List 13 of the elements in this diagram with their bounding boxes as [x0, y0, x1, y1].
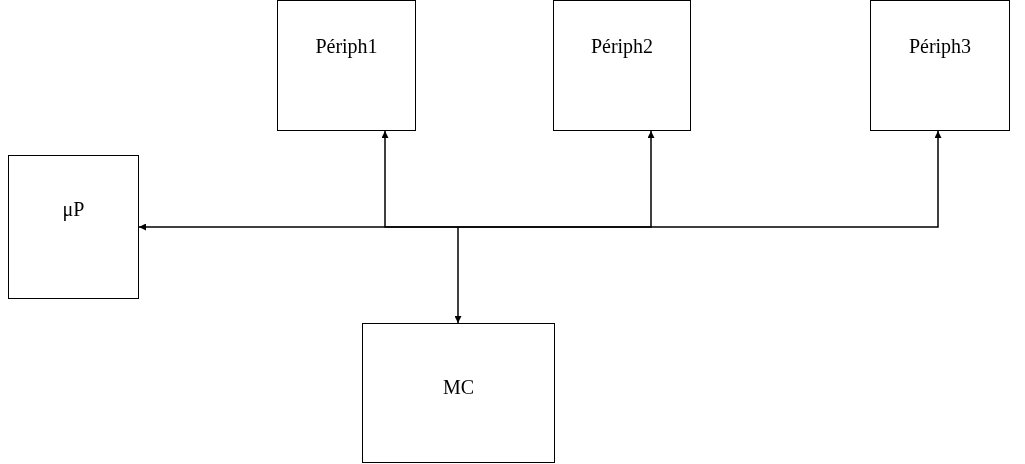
block-label: Périph3	[908, 35, 972, 58]
block-label: Périph2	[590, 35, 654, 58]
block-box	[870, 0, 1010, 131]
block-box	[277, 0, 416, 131]
block-box	[553, 0, 691, 131]
block-box	[362, 323, 555, 463]
block-label: MC	[442, 376, 475, 399]
bus-arrow	[381, 130, 459, 228]
bus-arrow	[454, 226, 462, 324]
block-label: μP	[62, 198, 85, 221]
bus-arrow	[457, 130, 942, 228]
block-label: Périph1	[315, 35, 378, 58]
block-box	[8, 155, 139, 299]
